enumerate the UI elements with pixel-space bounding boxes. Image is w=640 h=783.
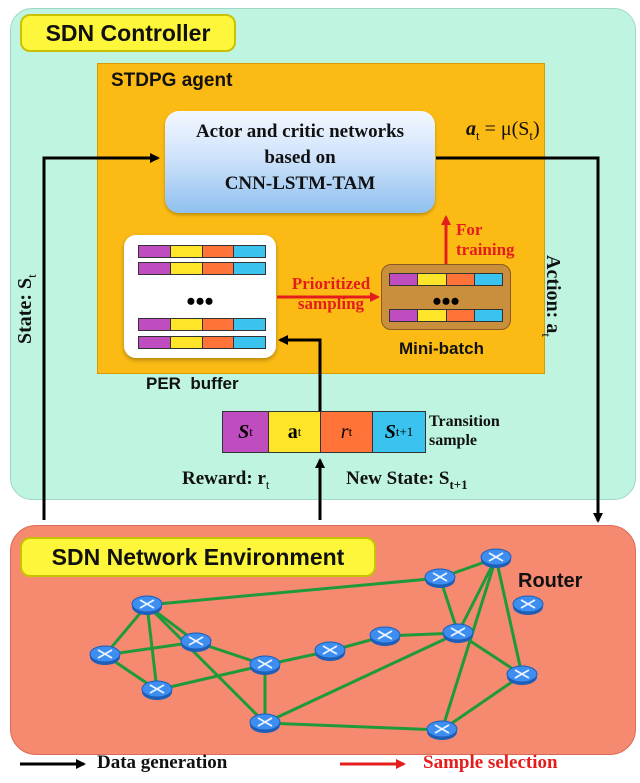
actor-line-1: Actor and critic networks bbox=[195, 121, 405, 142]
actor-line-2: based on bbox=[264, 147, 336, 168]
prioritized-sampling-label: Prioritized sampling bbox=[282, 274, 380, 314]
prioritized-line-1: Prioritized bbox=[291, 274, 371, 293]
actor-critic-networks-box: Actor and critic networks based on CNN-L… bbox=[165, 111, 435, 213]
reward-label: Reward: rt bbox=[182, 468, 270, 492]
policy-label: at = μ(St) bbox=[466, 118, 540, 143]
transition-sample-label: Transition sample bbox=[429, 412, 500, 450]
per-buffer-label: PER buffer bbox=[146, 374, 239, 393]
transition-to-buffer-arrow bbox=[278, 335, 322, 411]
minibatch-row bbox=[389, 273, 503, 286]
for-training-line-2: training bbox=[456, 240, 515, 259]
for-training-label: For training bbox=[456, 220, 515, 260]
for-training-line-1: For bbox=[456, 220, 483, 239]
mini-batch-label: Mini-batch bbox=[399, 339, 484, 358]
minibatch-row bbox=[389, 309, 503, 322]
transition-line-2: sample bbox=[429, 432, 477, 449]
new-state-label: New State: St+1 bbox=[346, 468, 468, 492]
buffer-row bbox=[138, 318, 266, 331]
network-links bbox=[103, 556, 524, 732]
state-arrow bbox=[42, 153, 160, 520]
actor-line-3: CNN-LSTM-TAM bbox=[224, 173, 376, 194]
per-buffer: ••• bbox=[124, 235, 276, 358]
stdpg-agent-title: STDPG agent bbox=[111, 70, 233, 91]
transition-line-1: Transition bbox=[429, 413, 500, 430]
mini-batch: ••• bbox=[381, 264, 511, 330]
buffer-row bbox=[138, 245, 266, 258]
action-arrow bbox=[436, 156, 603, 523]
buffer-row bbox=[138, 336, 266, 349]
prioritized-line-2: sampling bbox=[297, 294, 365, 313]
buffer-row bbox=[138, 262, 266, 275]
legend-data-generation: Data generation bbox=[97, 752, 228, 773]
router-label: Router bbox=[518, 570, 583, 592]
sdn-network-environment-title: SDN Network Environment bbox=[20, 537, 376, 577]
legend-sample-selection: Sample selection bbox=[423, 752, 558, 773]
sdn-controller-title: SDN Controller bbox=[20, 14, 236, 52]
